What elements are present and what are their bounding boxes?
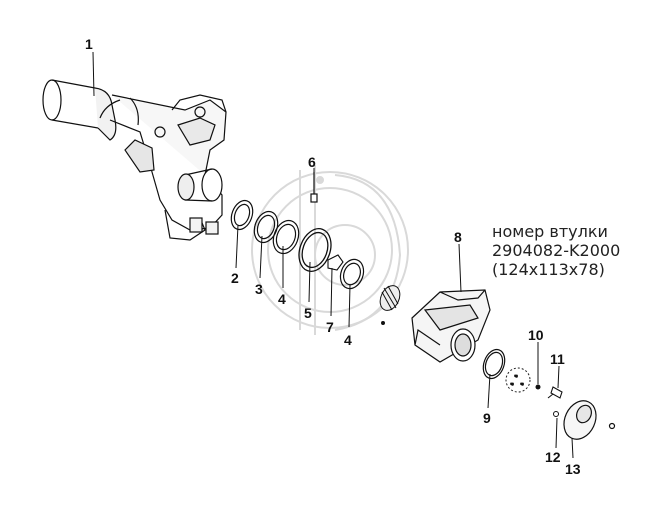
part-4-bushing-ring bbox=[272, 219, 300, 255]
callout-4b: 4 bbox=[344, 332, 352, 348]
part-1-steering-knuckle bbox=[42, 79, 227, 241]
callout-12: 12 bbox=[545, 449, 561, 465]
bushing-number-note: номер втулки 2904082-K2000 (124x113x78) bbox=[492, 222, 620, 279]
callout-4a: 4 bbox=[278, 291, 286, 307]
gasket bbox=[505, 367, 531, 393]
part-13-end-cap bbox=[563, 400, 616, 440]
note-line-1: номер втулки bbox=[492, 222, 608, 241]
part-5-oil-seal bbox=[298, 228, 332, 272]
leader-lines bbox=[92, 51, 574, 459]
callout-9: 9 bbox=[483, 410, 491, 426]
callout-7: 7 bbox=[326, 319, 334, 335]
note-line-3: (124x113x78) bbox=[492, 260, 605, 279]
part-3-shim-ring bbox=[253, 210, 279, 244]
part-2-seal-ring bbox=[230, 199, 254, 231]
part-12-washer bbox=[553, 411, 559, 417]
callout-6: 6 bbox=[308, 154, 316, 170]
callout-2: 2 bbox=[231, 270, 239, 286]
part-8-bushing-housing bbox=[411, 289, 491, 363]
callout-10: 10 bbox=[528, 327, 544, 343]
part-10-plug bbox=[535, 384, 541, 390]
part-6-grease-fitting bbox=[310, 172, 318, 203]
callout-5: 5 bbox=[304, 305, 312, 321]
callout-13: 13 bbox=[565, 461, 581, 477]
callout-8: 8 bbox=[454, 229, 462, 245]
callout-1: 1 bbox=[85, 36, 93, 52]
callout-11: 11 bbox=[550, 351, 565, 367]
part-11-bolt bbox=[547, 386, 563, 399]
note-line-2: 2904082-K2000 bbox=[492, 241, 621, 260]
part-4-bushing-ring-b bbox=[339, 258, 365, 290]
part-9-retaining-ring bbox=[482, 348, 506, 380]
part-7-cover-plate bbox=[327, 254, 344, 271]
bearing-cage bbox=[379, 285, 401, 325]
callout-3: 3 bbox=[255, 281, 263, 297]
